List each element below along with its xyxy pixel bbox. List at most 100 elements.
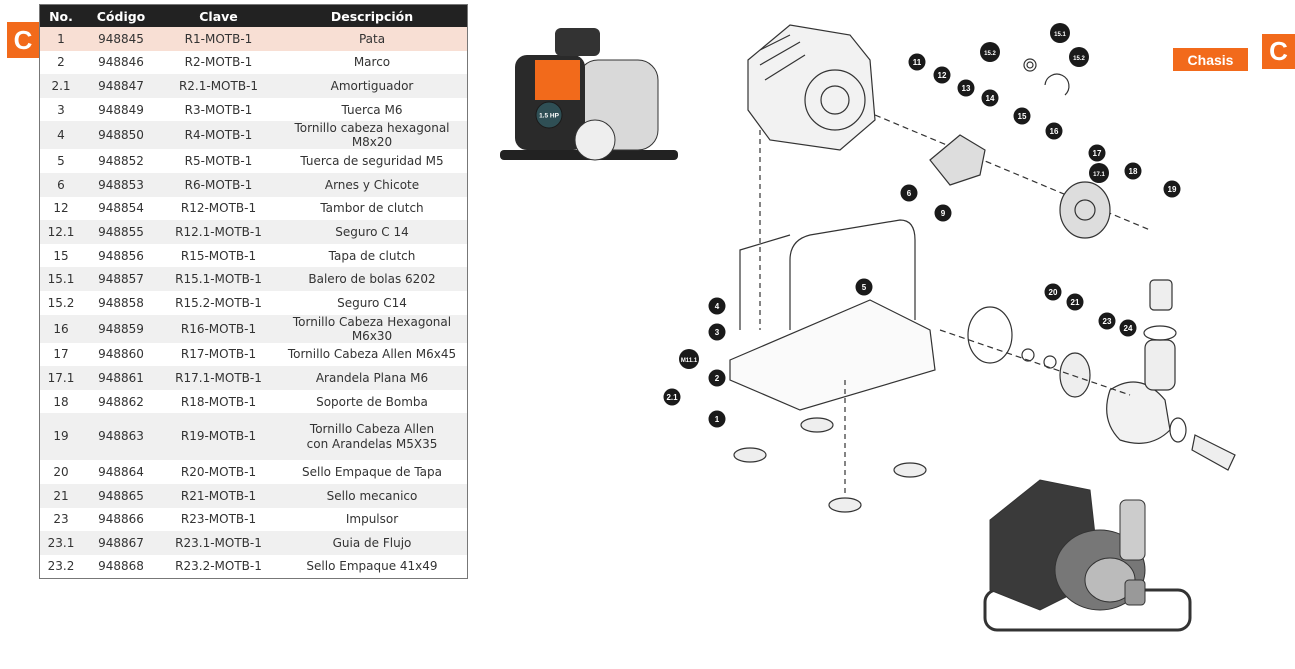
cell-codigo: 948852 (98, 154, 144, 169)
callout-circle (1045, 122, 1063, 140)
cell-descripcion: Pata (277, 27, 468, 51)
cell-descripcion: Sello mecanico (277, 483, 468, 508)
callout-17-1: 17.1 (1089, 163, 1109, 183)
callout-circle (1066, 293, 1084, 311)
callout-circle (900, 184, 918, 202)
callout-15-1: 15.1 (1050, 23, 1070, 43)
cell-no: 2 (57, 55, 65, 70)
cell-no: 12.1 (39, 220, 82, 244)
cell-codigo: 948862 (98, 394, 144, 409)
callout-label: 3 (715, 328, 720, 337)
callout-circle (1119, 319, 1137, 337)
table-header: No. Código Clave Descripción (39, 4, 468, 27)
callout-circle (1089, 163, 1109, 183)
callout-19: 19 (1163, 180, 1181, 198)
callout-circle (708, 369, 726, 387)
callout-15: 15 (1013, 107, 1031, 125)
callout-label: 2 (715, 374, 720, 383)
callout-label: 17 (1093, 149, 1102, 158)
cell-no: 15.1 (39, 267, 82, 291)
cell-no: 17.1 (39, 366, 82, 390)
cell-codigo: 948861 (82, 366, 160, 390)
callout-6: 6 (900, 184, 918, 202)
callout-circle (1088, 144, 1106, 162)
callout-circle (981, 89, 999, 107)
cell-descripcion: Soporte de Bomba (316, 394, 428, 409)
callout-circle (708, 323, 726, 341)
cell-clave: R23.1-MOTB-1 (160, 531, 277, 555)
cell-descripcion: Sello Empaque de Tapa (302, 465, 442, 480)
cell-clave: R6-MOTB-1 (160, 172, 277, 197)
callout-label: M11.1 (681, 358, 698, 364)
callout-24: 24 (1119, 319, 1137, 337)
cell-codigo: 948853 (82, 172, 160, 197)
cell-clave: R16-MOTB-1 (160, 314, 277, 343)
cell-codigo: 948864 (98, 465, 144, 480)
callout-13: 13 (957, 79, 975, 97)
cell-no: 3 (57, 102, 65, 117)
cell-no: 17 (53, 347, 69, 362)
callout-label: 23 (1103, 317, 1112, 326)
cell-clave: R2.1-MOTB-1 (160, 74, 277, 98)
cell-clave: R15.2-MOTB-1 (175, 295, 262, 310)
cell-descripcion: Tornillo Cabeza Allen con Arandelas M5X3… (277, 413, 468, 461)
cell-codigo: 948854 (98, 201, 144, 216)
callout-14: 14 (981, 89, 999, 107)
cell-descripcion: Tambor de clutch (320, 201, 424, 216)
cell-no: 20 (53, 465, 69, 480)
cell-codigo: 948859 (82, 314, 160, 343)
cell-clave: R4-MOTB-1 (160, 121, 277, 150)
cell-descripcion: Tapa de clutch (328, 248, 416, 263)
callout-circle (708, 297, 726, 315)
callout-circle (708, 410, 726, 428)
callout-label: 17.1 (1093, 172, 1105, 178)
cell-no: 2.1 (39, 74, 82, 98)
callout-2: 2 (708, 369, 726, 387)
callout-label: 1 (715, 415, 720, 424)
callout-label: 20 (1049, 288, 1058, 297)
cell-codigo: 948855 (82, 220, 160, 244)
cell-no: 23.2 (47, 559, 75, 574)
cell-codigo: 948847 (82, 74, 160, 98)
callout-circle (679, 349, 699, 369)
cell-no: 23.1 (39, 531, 82, 555)
cell-clave: R17-MOTB-1 (180, 347, 257, 362)
engine-drawing (729, 24, 1236, 513)
callout-label: 18 (1129, 167, 1138, 176)
callout-label: 12 (938, 71, 947, 80)
callout-circle (934, 204, 952, 222)
cell-descripcion: Amortiguador (277, 74, 468, 98)
callout-9: 9 (934, 204, 952, 222)
callout-circle (1013, 107, 1031, 125)
callout-M11-1: M11.1 (679, 349, 699, 369)
callout-circle (663, 388, 681, 406)
cell-codigo: 948868 (98, 559, 144, 574)
exploded-parts-diagram: 1.5 HP (500, 23, 1236, 632)
callout-11: 11 (908, 53, 926, 71)
callout-label: 15.1 (1054, 32, 1066, 38)
cell-clave: R15.1-MOTB-1 (160, 267, 277, 291)
cell-codigo: 948845 (82, 27, 160, 51)
cell-clave: R18-MOTB-1 (180, 394, 257, 409)
callout-15-2: 15.2 (1069, 47, 1089, 67)
callout-4: 4 (708, 297, 726, 315)
cell-descripcion: Impulsor (345, 512, 399, 527)
callout-label: 6 (907, 189, 912, 198)
callout-2-1: 2.1 (663, 388, 681, 406)
cell-descripcion: Balero de bolas 6202 (277, 267, 468, 291)
callout-label: 13 (962, 84, 971, 93)
cell-clave: R12.1-MOTB-1 (160, 220, 277, 244)
cell-descripcion: Arandela Plana M6 (277, 366, 468, 390)
